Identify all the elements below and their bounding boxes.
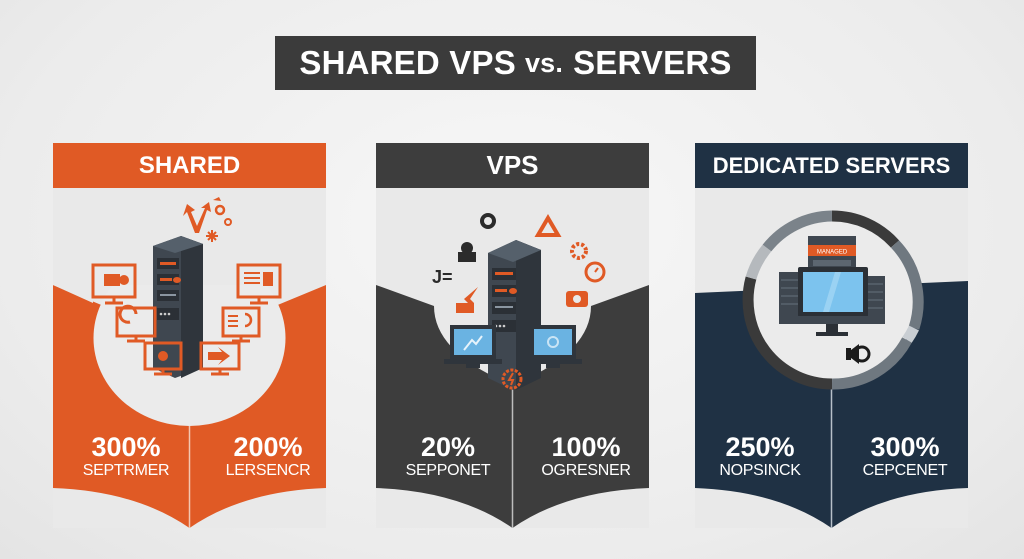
panel-title-dedicated: DEDICATED SERVERS bbox=[712, 152, 951, 178]
title-part-2: SERVERS bbox=[573, 44, 732, 81]
stat-dedicated-1: 250% NOPSINCK bbox=[700, 433, 820, 480]
stat-label: LERSENCR bbox=[225, 462, 311, 479]
panel-dedicated: DEDICATED SERVERS MANAGED bbox=[695, 143, 968, 528]
stat-shared-1: 300% SEPTRMER bbox=[66, 433, 186, 480]
panel-title-shared: SHARED bbox=[138, 151, 241, 179]
server-rack-icon bbox=[488, 240, 541, 390]
server-label: MANAGED bbox=[817, 250, 848, 256]
page-title: SHARED VPS vs. SERVERS bbox=[275, 36, 756, 90]
stat-label: NOPSINCK bbox=[719, 462, 801, 479]
vps-illustration: J= bbox=[432, 213, 606, 390]
stat-label: SEPPONET bbox=[405, 462, 491, 479]
title-part-1: SHARED VPS bbox=[299, 44, 516, 81]
stat-label: CEPCENET bbox=[862, 462, 948, 479]
network-icons: J= bbox=[432, 213, 606, 390]
panel-title-vps: VPS bbox=[486, 150, 539, 180]
shared-hosting-illustration bbox=[53, 188, 326, 426]
monitor-icon bbox=[91, 263, 282, 376]
stat-dedicated-2: 300% CEPCENET bbox=[845, 433, 965, 480]
stat-value: 200% bbox=[233, 432, 303, 462]
stat-label: OGRESNER bbox=[541, 462, 631, 479]
dedicated-server-icon: MANAGED bbox=[779, 236, 885, 336]
stat-value: 250% bbox=[725, 432, 795, 462]
share-arrows-icon bbox=[183, 197, 232, 242]
title-vs: vs. bbox=[524, 47, 564, 78]
stat-value: 300% bbox=[91, 432, 161, 462]
panel-vps: VPS J= bbox=[376, 143, 649, 528]
stat-label: SEPTRMER bbox=[82, 462, 170, 479]
stat-value: 300% bbox=[870, 432, 940, 462]
stat-vps-2: 100% OGRESNER bbox=[526, 433, 646, 480]
stat-shared-2: 200% LERSENCR bbox=[208, 433, 328, 480]
panel-background bbox=[376, 143, 649, 528]
dedicated-server-illustration: MANAGED bbox=[742, 210, 924, 390]
stat-value: 20% bbox=[420, 432, 476, 462]
stat-vps-1: 20% SEPPONET bbox=[388, 433, 508, 480]
laptop-icon bbox=[444, 325, 582, 368]
svg-text:J=: J= bbox=[432, 267, 453, 287]
speaker-icon bbox=[846, 344, 871, 364]
panel-shared: SHARED bbox=[53, 143, 326, 528]
stat-value: 100% bbox=[551, 432, 621, 462]
